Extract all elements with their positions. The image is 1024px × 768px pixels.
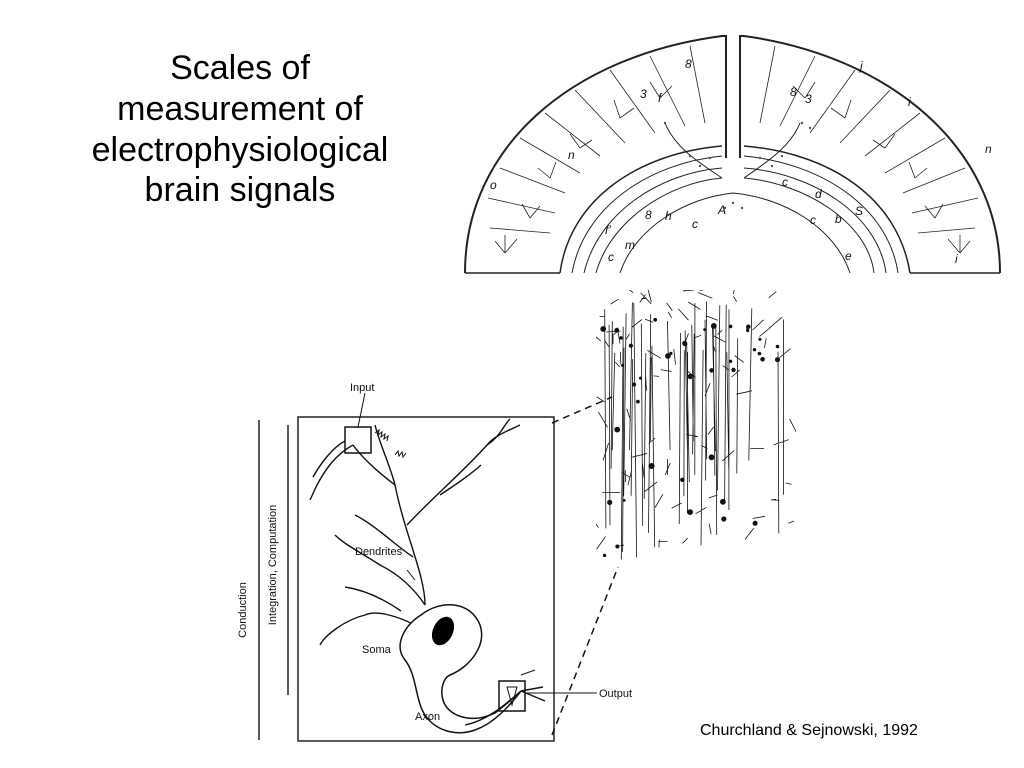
cortex-label: b bbox=[835, 212, 842, 226]
neuron-soma-dot bbox=[746, 328, 750, 333]
neuron-soma-dot bbox=[752, 348, 757, 352]
cortex-label: 8 bbox=[685, 57, 692, 71]
cortex-label: 8 bbox=[790, 85, 797, 99]
input-label: Input bbox=[350, 382, 374, 394]
cortical-column-figure bbox=[596, 290, 796, 560]
title-line: Scales of bbox=[170, 49, 310, 87]
neuron-soma-dot bbox=[760, 357, 765, 362]
neuron-soma-dot bbox=[728, 359, 733, 363]
neuron-soma-dot bbox=[720, 498, 726, 505]
axon-label: Axon bbox=[415, 711, 440, 723]
soma-label: Soma bbox=[362, 644, 392, 656]
neuron-fibres bbox=[596, 290, 796, 560]
neuron-soma-dot bbox=[600, 326, 607, 332]
cortex-label: j bbox=[858, 59, 863, 73]
neuron-soma-dot bbox=[614, 327, 620, 333]
cortex-label: i bbox=[955, 252, 958, 266]
neuron-soma-dot bbox=[680, 477, 685, 482]
neuron-soma-dot bbox=[614, 426, 621, 433]
neuron-soma-dot bbox=[620, 364, 624, 367]
neuron-soma-dot bbox=[775, 344, 780, 349]
neuron-soma-dot bbox=[639, 376, 643, 380]
neuron-soma-dot bbox=[669, 351, 673, 356]
neuron-soma-dot bbox=[757, 351, 762, 356]
conduction-label: Conduction bbox=[237, 582, 249, 638]
neuron-soma-dot bbox=[665, 353, 671, 359]
zoom-dashed-lines bbox=[551, 396, 619, 736]
cortex-label: f' bbox=[605, 223, 611, 237]
neuron-soma-dot bbox=[708, 454, 715, 461]
neuron-soma-dot bbox=[774, 357, 780, 363]
cortex-label: m bbox=[625, 238, 635, 252]
neuron-soma-dot bbox=[710, 323, 717, 329]
cortex-label: 3 bbox=[805, 92, 812, 106]
neuron-soma-dot bbox=[636, 399, 640, 404]
cortex-label: d bbox=[815, 187, 822, 201]
cortex-label: n bbox=[568, 148, 575, 162]
cortex-label: i bbox=[908, 95, 911, 109]
neuron-soma-dot bbox=[602, 553, 607, 558]
cortex-label: c bbox=[608, 250, 614, 264]
cortex-label: c bbox=[782, 175, 788, 189]
neuron-soma-dot bbox=[687, 373, 693, 380]
cortex-label: A bbox=[717, 203, 726, 217]
cortex-label: f bbox=[658, 91, 663, 105]
cortex-label: 3 bbox=[640, 87, 647, 101]
neuron-soma-dot bbox=[619, 336, 623, 340]
neuron-soma-dot bbox=[709, 368, 714, 373]
neuron-soma-dot bbox=[682, 340, 688, 346]
cortex-section-figure: 8 3 f n o h 8 c A f' m c 8 3 j i c d b c… bbox=[464, 35, 1001, 274]
cortex-label: e bbox=[845, 249, 852, 263]
neuron-soma-dot bbox=[731, 367, 736, 373]
cortex-label: o bbox=[490, 178, 497, 192]
integration-label: Integration, Computation bbox=[267, 505, 279, 625]
neuron-soma-dot bbox=[703, 328, 707, 332]
neuron-soma-dot bbox=[728, 324, 733, 329]
slide-title: Scales of measurement of electrophysiolo… bbox=[40, 48, 440, 211]
neuron-soma-dot bbox=[607, 499, 613, 505]
neuron-soma-dot bbox=[687, 509, 693, 516]
neuron-soma-dot bbox=[758, 337, 762, 341]
neuron-soma-dot bbox=[622, 498, 626, 502]
neuron-soma-dot bbox=[632, 382, 637, 387]
cortex-label: c bbox=[692, 217, 698, 231]
cortex-label: 8 bbox=[645, 208, 652, 222]
cortex-label: h bbox=[665, 209, 672, 223]
neuron-soma-dot bbox=[648, 462, 655, 469]
title-line: electrophysiological bbox=[91, 130, 389, 169]
neuron-diagram: Conduction Integration, Computation Inpu… bbox=[237, 382, 632, 742]
dendrites-label: Dendrites bbox=[355, 546, 403, 558]
neuron-soma-dot bbox=[746, 324, 751, 330]
cortex-label: c bbox=[810, 213, 816, 227]
title-line: measurement of bbox=[117, 89, 363, 128]
neuron-soma-dot bbox=[615, 544, 620, 549]
output-label: Output bbox=[599, 688, 632, 700]
neuron-soma-dot bbox=[752, 520, 758, 526]
cortex-label: S bbox=[855, 204, 863, 218]
title-line: brain signals bbox=[144, 171, 336, 210]
neuron-soma-dot bbox=[628, 343, 634, 348]
neuron-soma-dot bbox=[721, 516, 727, 522]
neuron-soma-dot bbox=[653, 317, 658, 322]
cortex-label: n bbox=[985, 142, 992, 156]
citation: Churchland & Sejnowski, 1992 bbox=[700, 722, 918, 739]
